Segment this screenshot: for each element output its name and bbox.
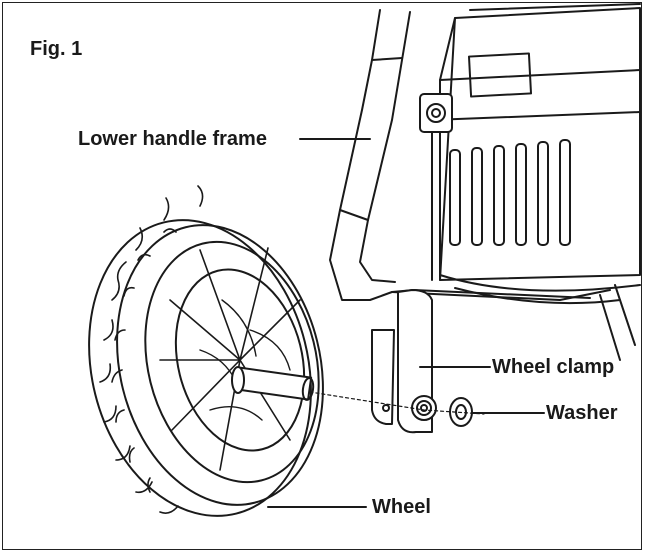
- leader-lines: [267, 138, 545, 508]
- callout-lower-handle-frame: Lower handle frame: [78, 128, 267, 150]
- figure-label: Fig. 1: [30, 38, 83, 60]
- knob: [419, 93, 453, 133]
- vent-slots: [449, 139, 571, 246]
- wheel-part: [88, 185, 324, 517]
- handle-frame-tube: [329, 9, 636, 361]
- machine-body: [419, 3, 641, 305]
- clamp-bolt: [411, 395, 437, 421]
- callout-washer: Washer: [546, 402, 618, 424]
- callout-wheel-clamp: Wheel clamp: [492, 356, 615, 378]
- axle-dashed-line: [309, 391, 485, 415]
- callout-wheel: Wheel: [372, 496, 431, 518]
